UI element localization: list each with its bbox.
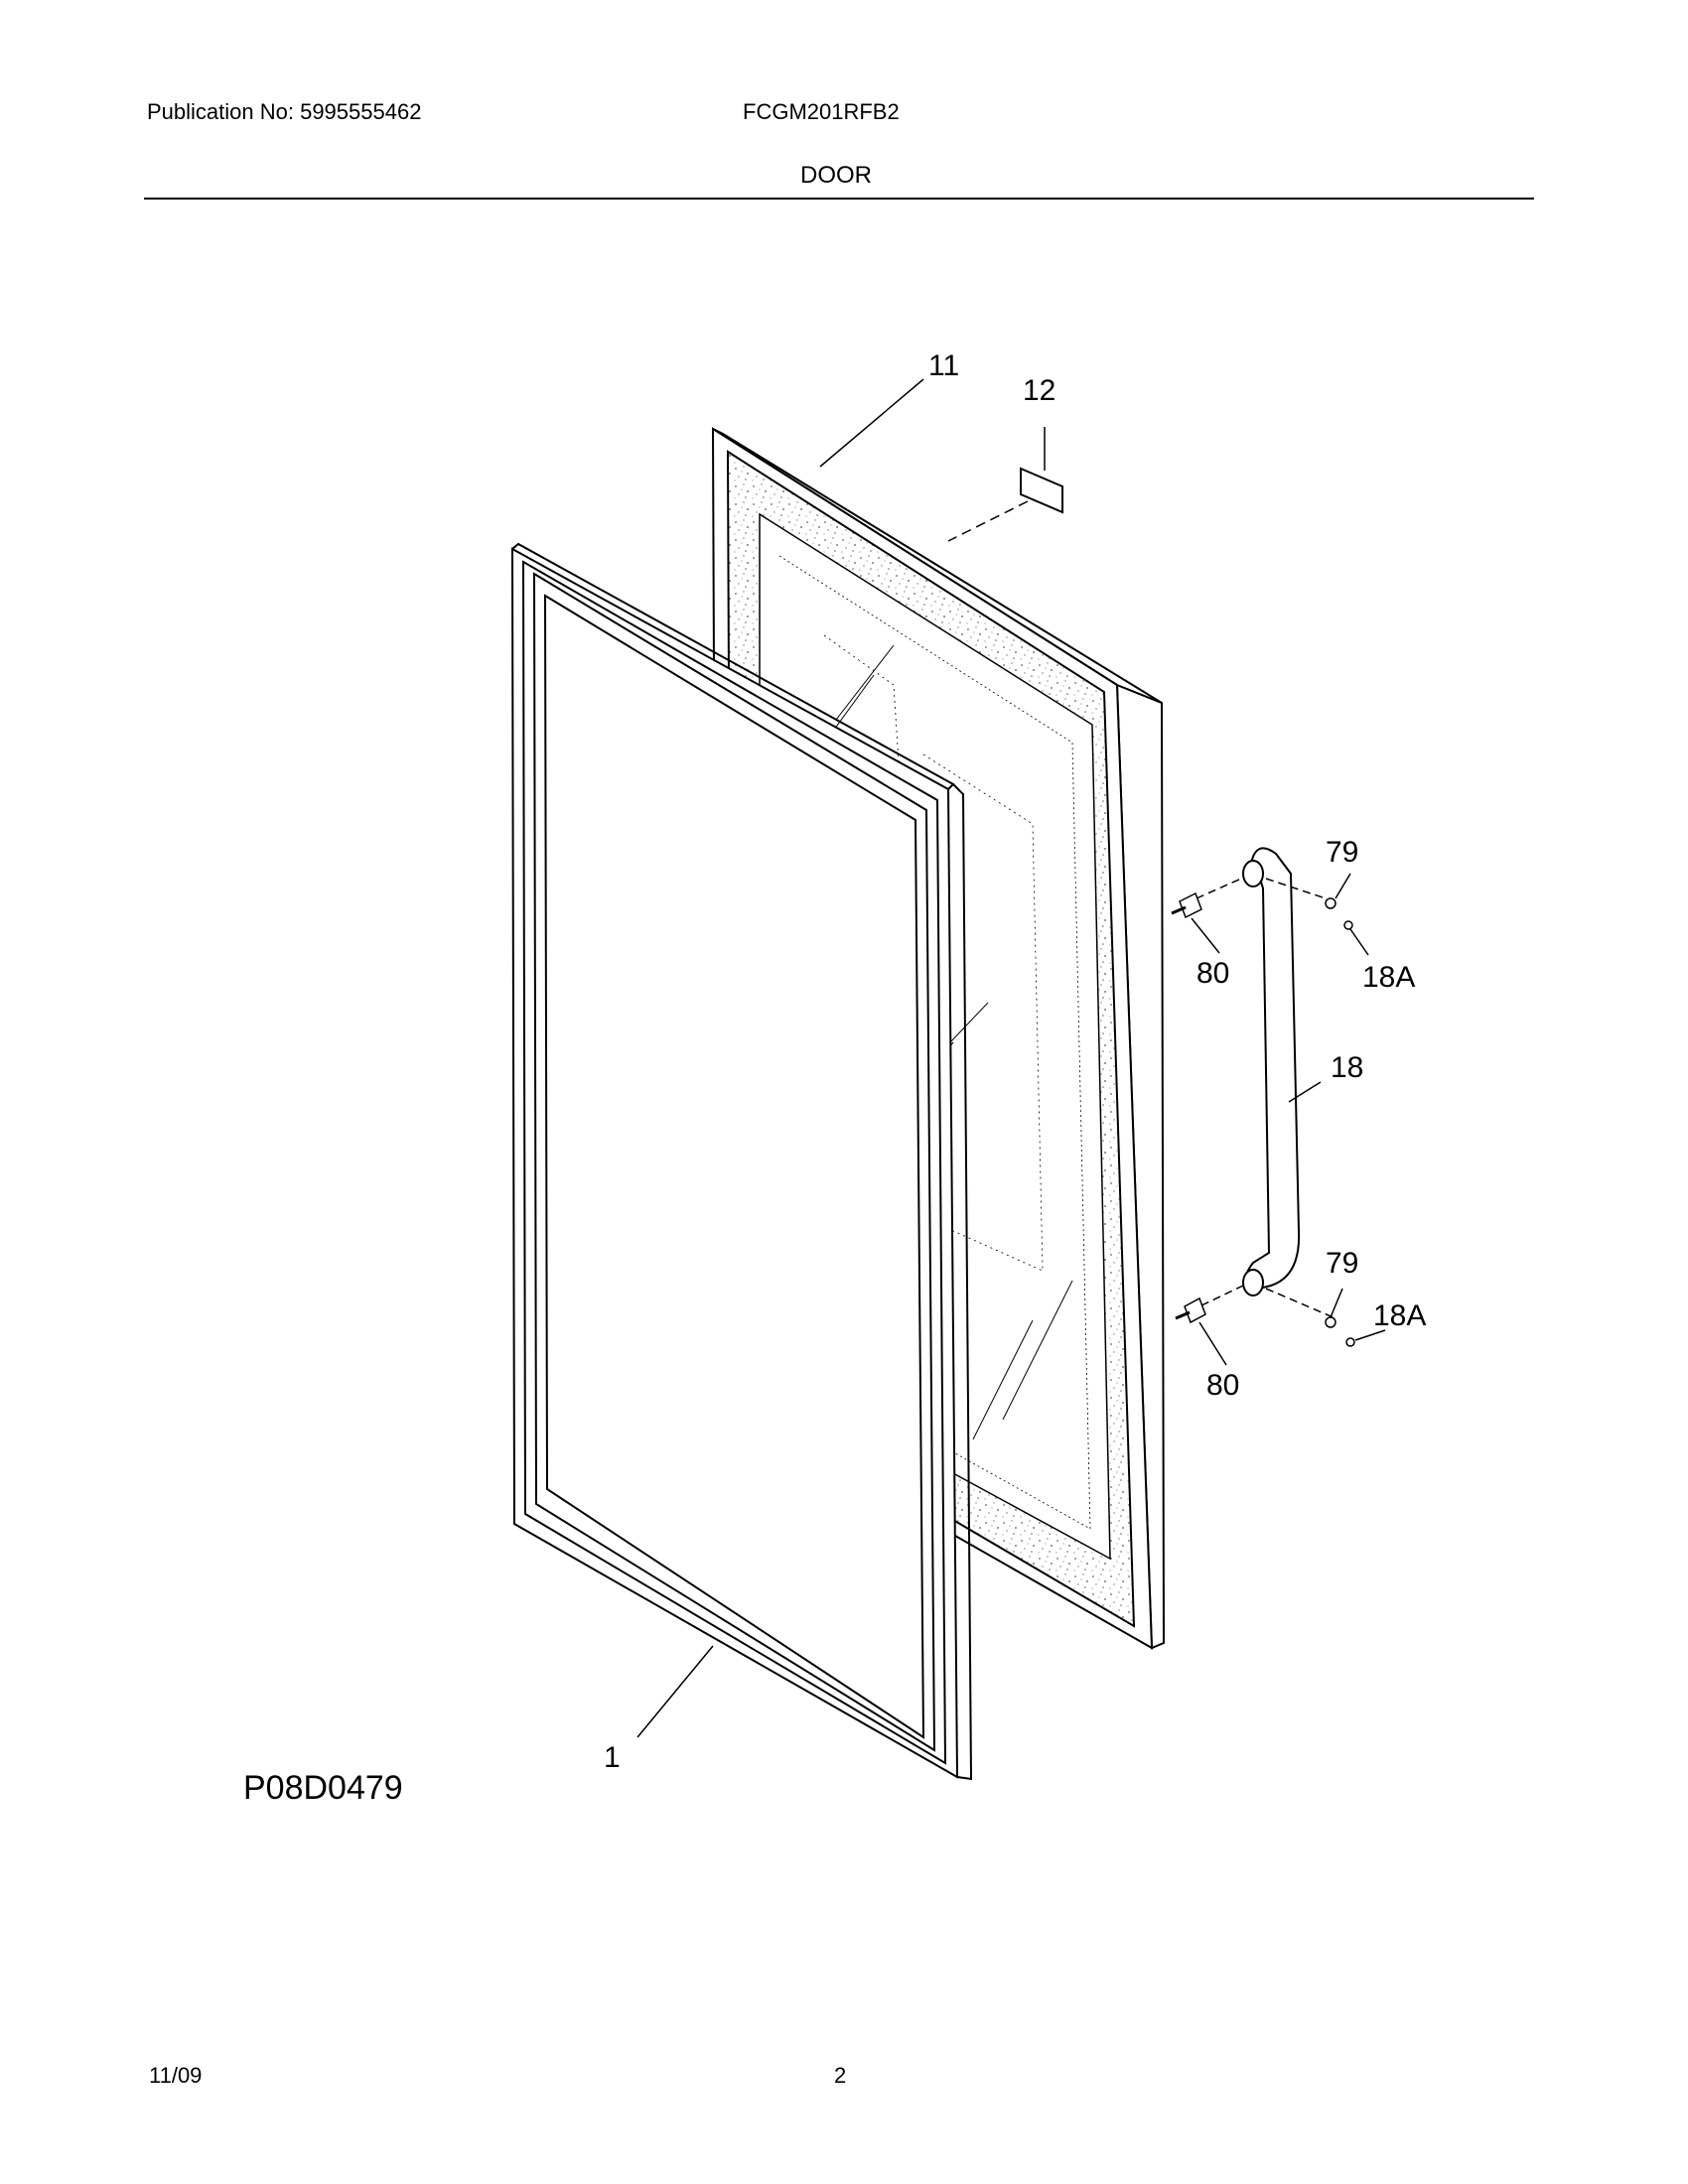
publication-number: Publication No: 5995555462 xyxy=(147,99,422,124)
callout-screw-top: 79 xyxy=(1326,836,1358,869)
callout-stud-bottom: 80 xyxy=(1206,1369,1239,1402)
callout-plug-bottom: 18A xyxy=(1373,1299,1426,1332)
callout-label: 12 xyxy=(1023,374,1055,407)
callout-gasket: 1 xyxy=(604,1741,621,1774)
callout-door: 11 xyxy=(928,349,959,382)
diagram-id: P08D0479 xyxy=(243,1769,403,1807)
callout-screw-bottom: 79 xyxy=(1326,1247,1358,1280)
bottom-fasteners xyxy=(1175,1285,1386,1366)
section-title: DOOR xyxy=(800,162,872,189)
door-gasket xyxy=(510,542,973,1781)
model-number: FCGM201RFB2 xyxy=(743,99,900,124)
header-rule xyxy=(144,198,1534,200)
door-label xyxy=(947,427,1063,542)
top-fasteners xyxy=(1171,873,1369,956)
footer-date: 11/09 xyxy=(149,2063,203,2088)
callout-stud-top: 80 xyxy=(1196,957,1229,990)
door-handle xyxy=(1242,847,1301,1297)
page-number: 2 xyxy=(834,2063,847,2088)
leader-lines xyxy=(636,378,1322,1738)
callout-plug-top: 18A xyxy=(1362,961,1415,994)
callout-handle: 18 xyxy=(1331,1051,1363,1084)
